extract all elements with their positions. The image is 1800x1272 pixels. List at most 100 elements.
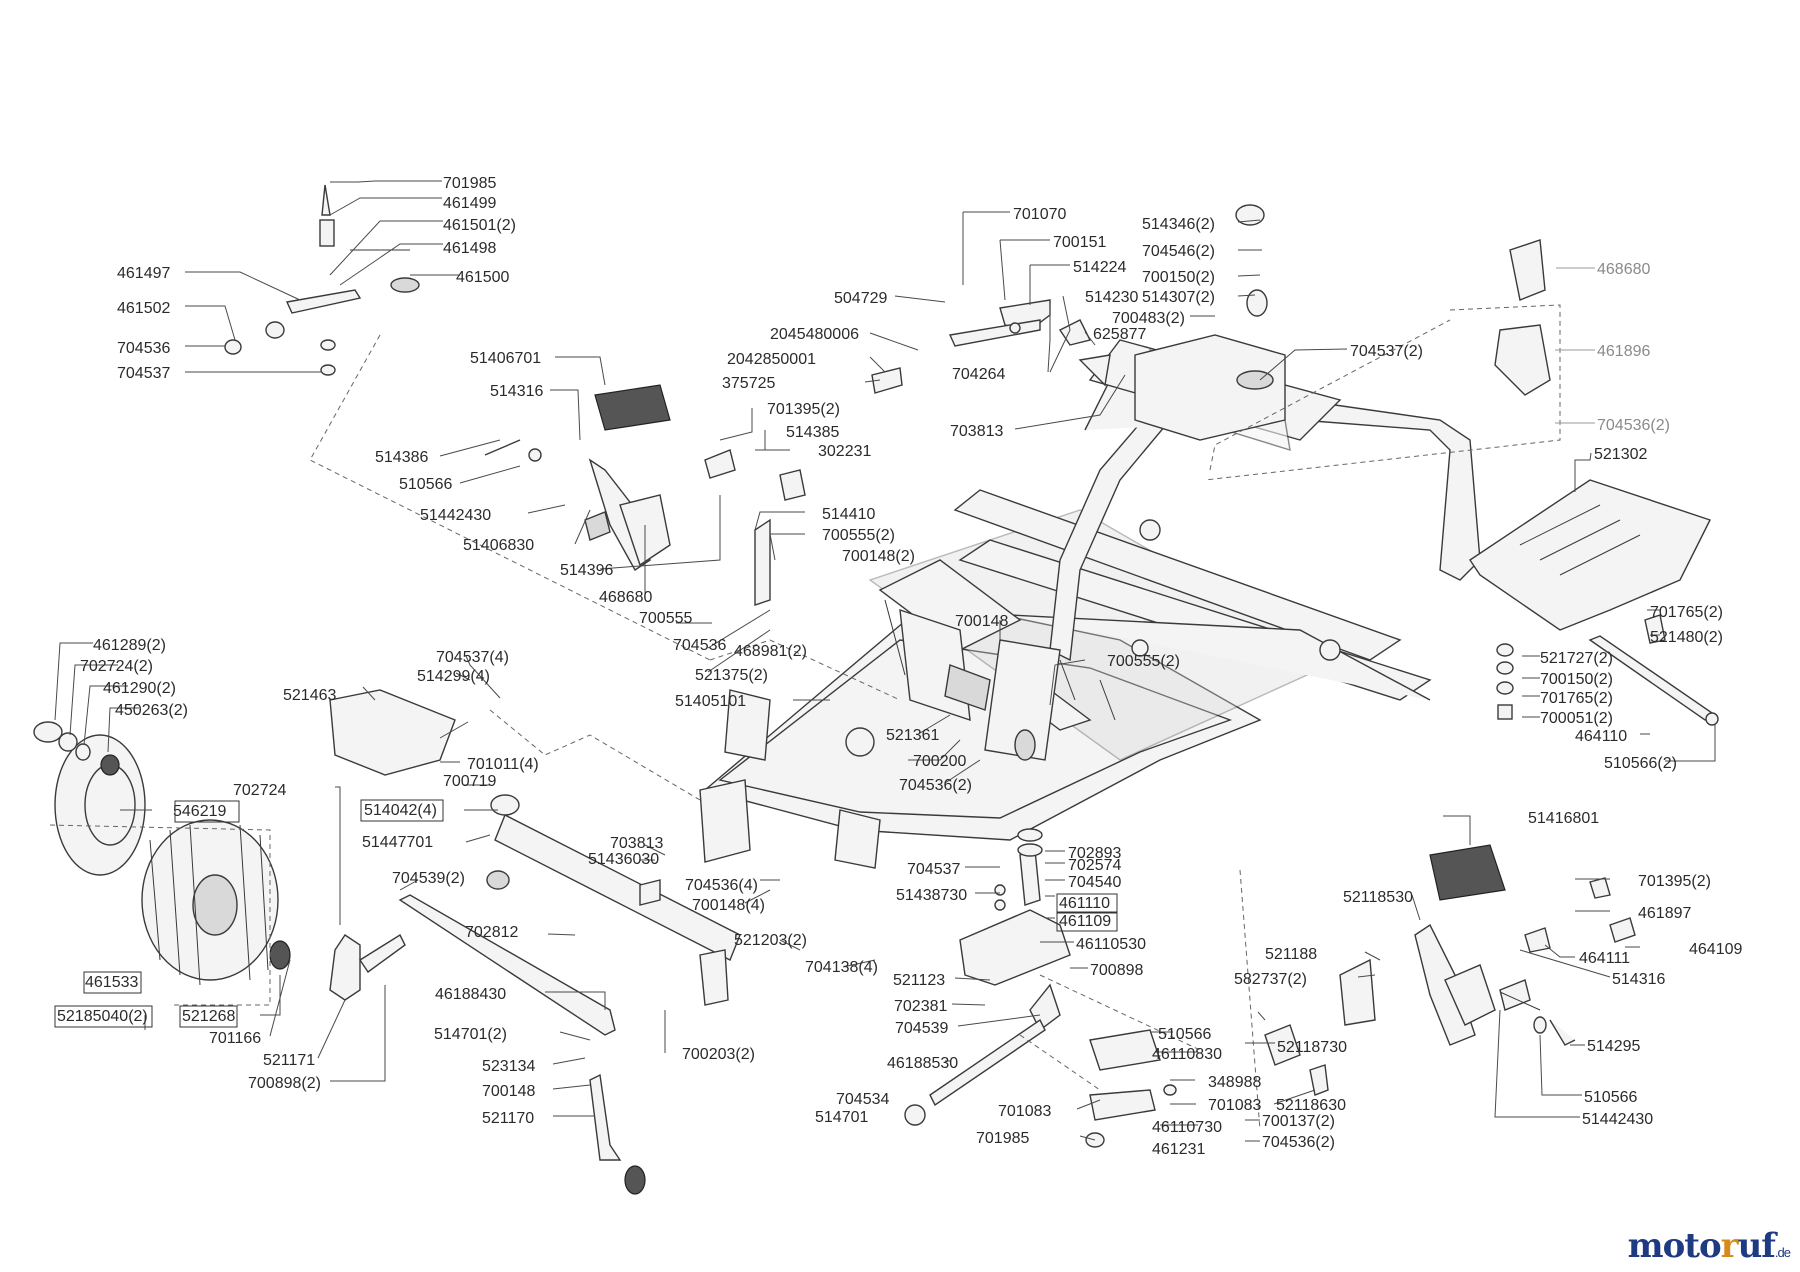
part-label: 52185040(2) [57, 1008, 148, 1025]
part-label: 582737(2) [1234, 971, 1307, 988]
part-label: 700555(2) [1107, 653, 1180, 670]
part-label: 461289(2) [93, 637, 166, 654]
label-box [174, 800, 240, 823]
part-label: 521727(2) [1540, 650, 1613, 667]
part-label: 521480(2) [1650, 629, 1723, 646]
part-label: 51438730 [896, 887, 967, 904]
group-outlines [49, 304, 1561, 1131]
part-label: 521463 [283, 687, 336, 704]
brake-pedal-left [484, 384, 806, 606]
part-label: 461501(2) [443, 217, 516, 234]
part-label: 700148(2) [842, 548, 915, 565]
part-label: 704264 [952, 366, 1005, 383]
part-label: 468680 [599, 589, 652, 606]
part-label: 521375(2) [695, 667, 768, 684]
part-label: 704536(2) [899, 777, 972, 794]
part-label: 704536(4) [685, 877, 758, 894]
part-label: 701765(2) [1540, 690, 1613, 707]
label-box [360, 799, 444, 822]
chassis-frame [699, 489, 1432, 869]
part-number-labels: 701985 461499 461501(2) 461498 461497 46… [54, 175, 1742, 1158]
part-label: 514386 [375, 449, 428, 466]
part-label: 701070 [1013, 206, 1066, 223]
part-label: 461231 [1152, 1141, 1205, 1158]
part-label: 461498 [443, 240, 496, 257]
part-label: 461499 [443, 195, 496, 212]
part-label: 700148 [955, 613, 1008, 630]
part-label: 704537(2) [1350, 343, 1423, 360]
part-label: 514299(4) [417, 668, 490, 685]
footrest-plate [329, 689, 456, 776]
part-label: 701985 [976, 1130, 1029, 1147]
part-label: 700150(2) [1142, 269, 1215, 286]
part-label: 464109 [1689, 941, 1742, 958]
part-label: 510566 [1158, 1026, 1211, 1043]
part-label: 700555(2) [822, 527, 895, 544]
part-label: 514701(2) [434, 1026, 507, 1043]
seat-mount [1494, 324, 1551, 396]
part-label: 468680 [1597, 261, 1650, 278]
part-label: 703813 [610, 835, 663, 852]
part-label: 514385 [786, 424, 839, 441]
part-label: 461497 [117, 265, 170, 282]
part-label: 704138(4) [805, 959, 878, 976]
label-box [1056, 893, 1118, 914]
part-label: 52118730 [1277, 1039, 1347, 1056]
seat-bracket [1509, 239, 1546, 301]
part-label: 704539 [895, 1020, 948, 1037]
part-label: 514230 [1085, 289, 1138, 306]
part-label: 704534 [836, 1091, 889, 1108]
part-label: 700148(4) [692, 897, 765, 914]
part-label: 464111 [1579, 950, 1630, 967]
parts-drawing [33, 184, 1719, 1195]
part-label: 546219 [173, 803, 226, 820]
part-label: 461897 [1638, 905, 1691, 922]
part-label: 461533 [85, 974, 138, 991]
part-label: 704536 [673, 637, 726, 654]
part-label: 700137(2) [1262, 1113, 1335, 1130]
part-label: 510566 [399, 476, 452, 493]
label-box [54, 1005, 153, 1028]
part-label: 703813 [950, 423, 1003, 440]
part-label: 510566 [1584, 1089, 1637, 1106]
label-box [1056, 911, 1118, 932]
part-label: 514396 [560, 562, 613, 579]
part-label: 52118530 [1343, 889, 1413, 906]
part-label: 704540 [1068, 874, 1121, 891]
part-label: 701083 [998, 1103, 1051, 1120]
part-label: 704536(2) [1262, 1134, 1335, 1151]
part-label: 521171 [263, 1052, 315, 1069]
part-label: 701011(4) [467, 756, 539, 773]
front-axle [329, 794, 741, 1195]
part-label: 700555 [639, 610, 692, 627]
logo-part: uf [1737, 1226, 1776, 1266]
part-label: 514410 [822, 506, 875, 523]
part-label: 514307(2) [1142, 289, 1215, 306]
part-label: 51447701 [362, 834, 433, 851]
pedal-link-top [224, 184, 420, 376]
part-label: 704536(2) [1597, 417, 1670, 434]
brake-pedal-right [1414, 844, 1636, 1046]
part-label: 700483(2) [1112, 310, 1185, 327]
part-label: 348988 [1208, 1074, 1261, 1091]
part-label: 700051(2) [1540, 710, 1613, 727]
part-label: 700148 [482, 1083, 535, 1100]
part-label: 700898 [1090, 962, 1143, 979]
part-label: 450263(2) [115, 702, 188, 719]
part-label: 51406701 [470, 350, 541, 367]
part-label: 704536 [117, 340, 170, 357]
part-label: 700898(2) [248, 1075, 321, 1092]
part-label: 523134 [482, 1058, 535, 1075]
part-label: 514316 [490, 383, 543, 400]
steering-sector [904, 729, 1071, 1126]
part-label: 461290(2) [103, 680, 176, 697]
part-label: 701395(2) [1638, 873, 1711, 890]
part-label: 461896 [1597, 343, 1650, 360]
label-box [83, 971, 142, 994]
part-label: 625877 [1093, 326, 1146, 343]
part-label: 46110730 [1152, 1119, 1222, 1136]
part-label: 510566(2) [1604, 755, 1677, 772]
part-label: 46110530 [1076, 936, 1146, 953]
part-label: 46110830 [1152, 1046, 1222, 1063]
part-label: 461110 [1059, 895, 1110, 912]
